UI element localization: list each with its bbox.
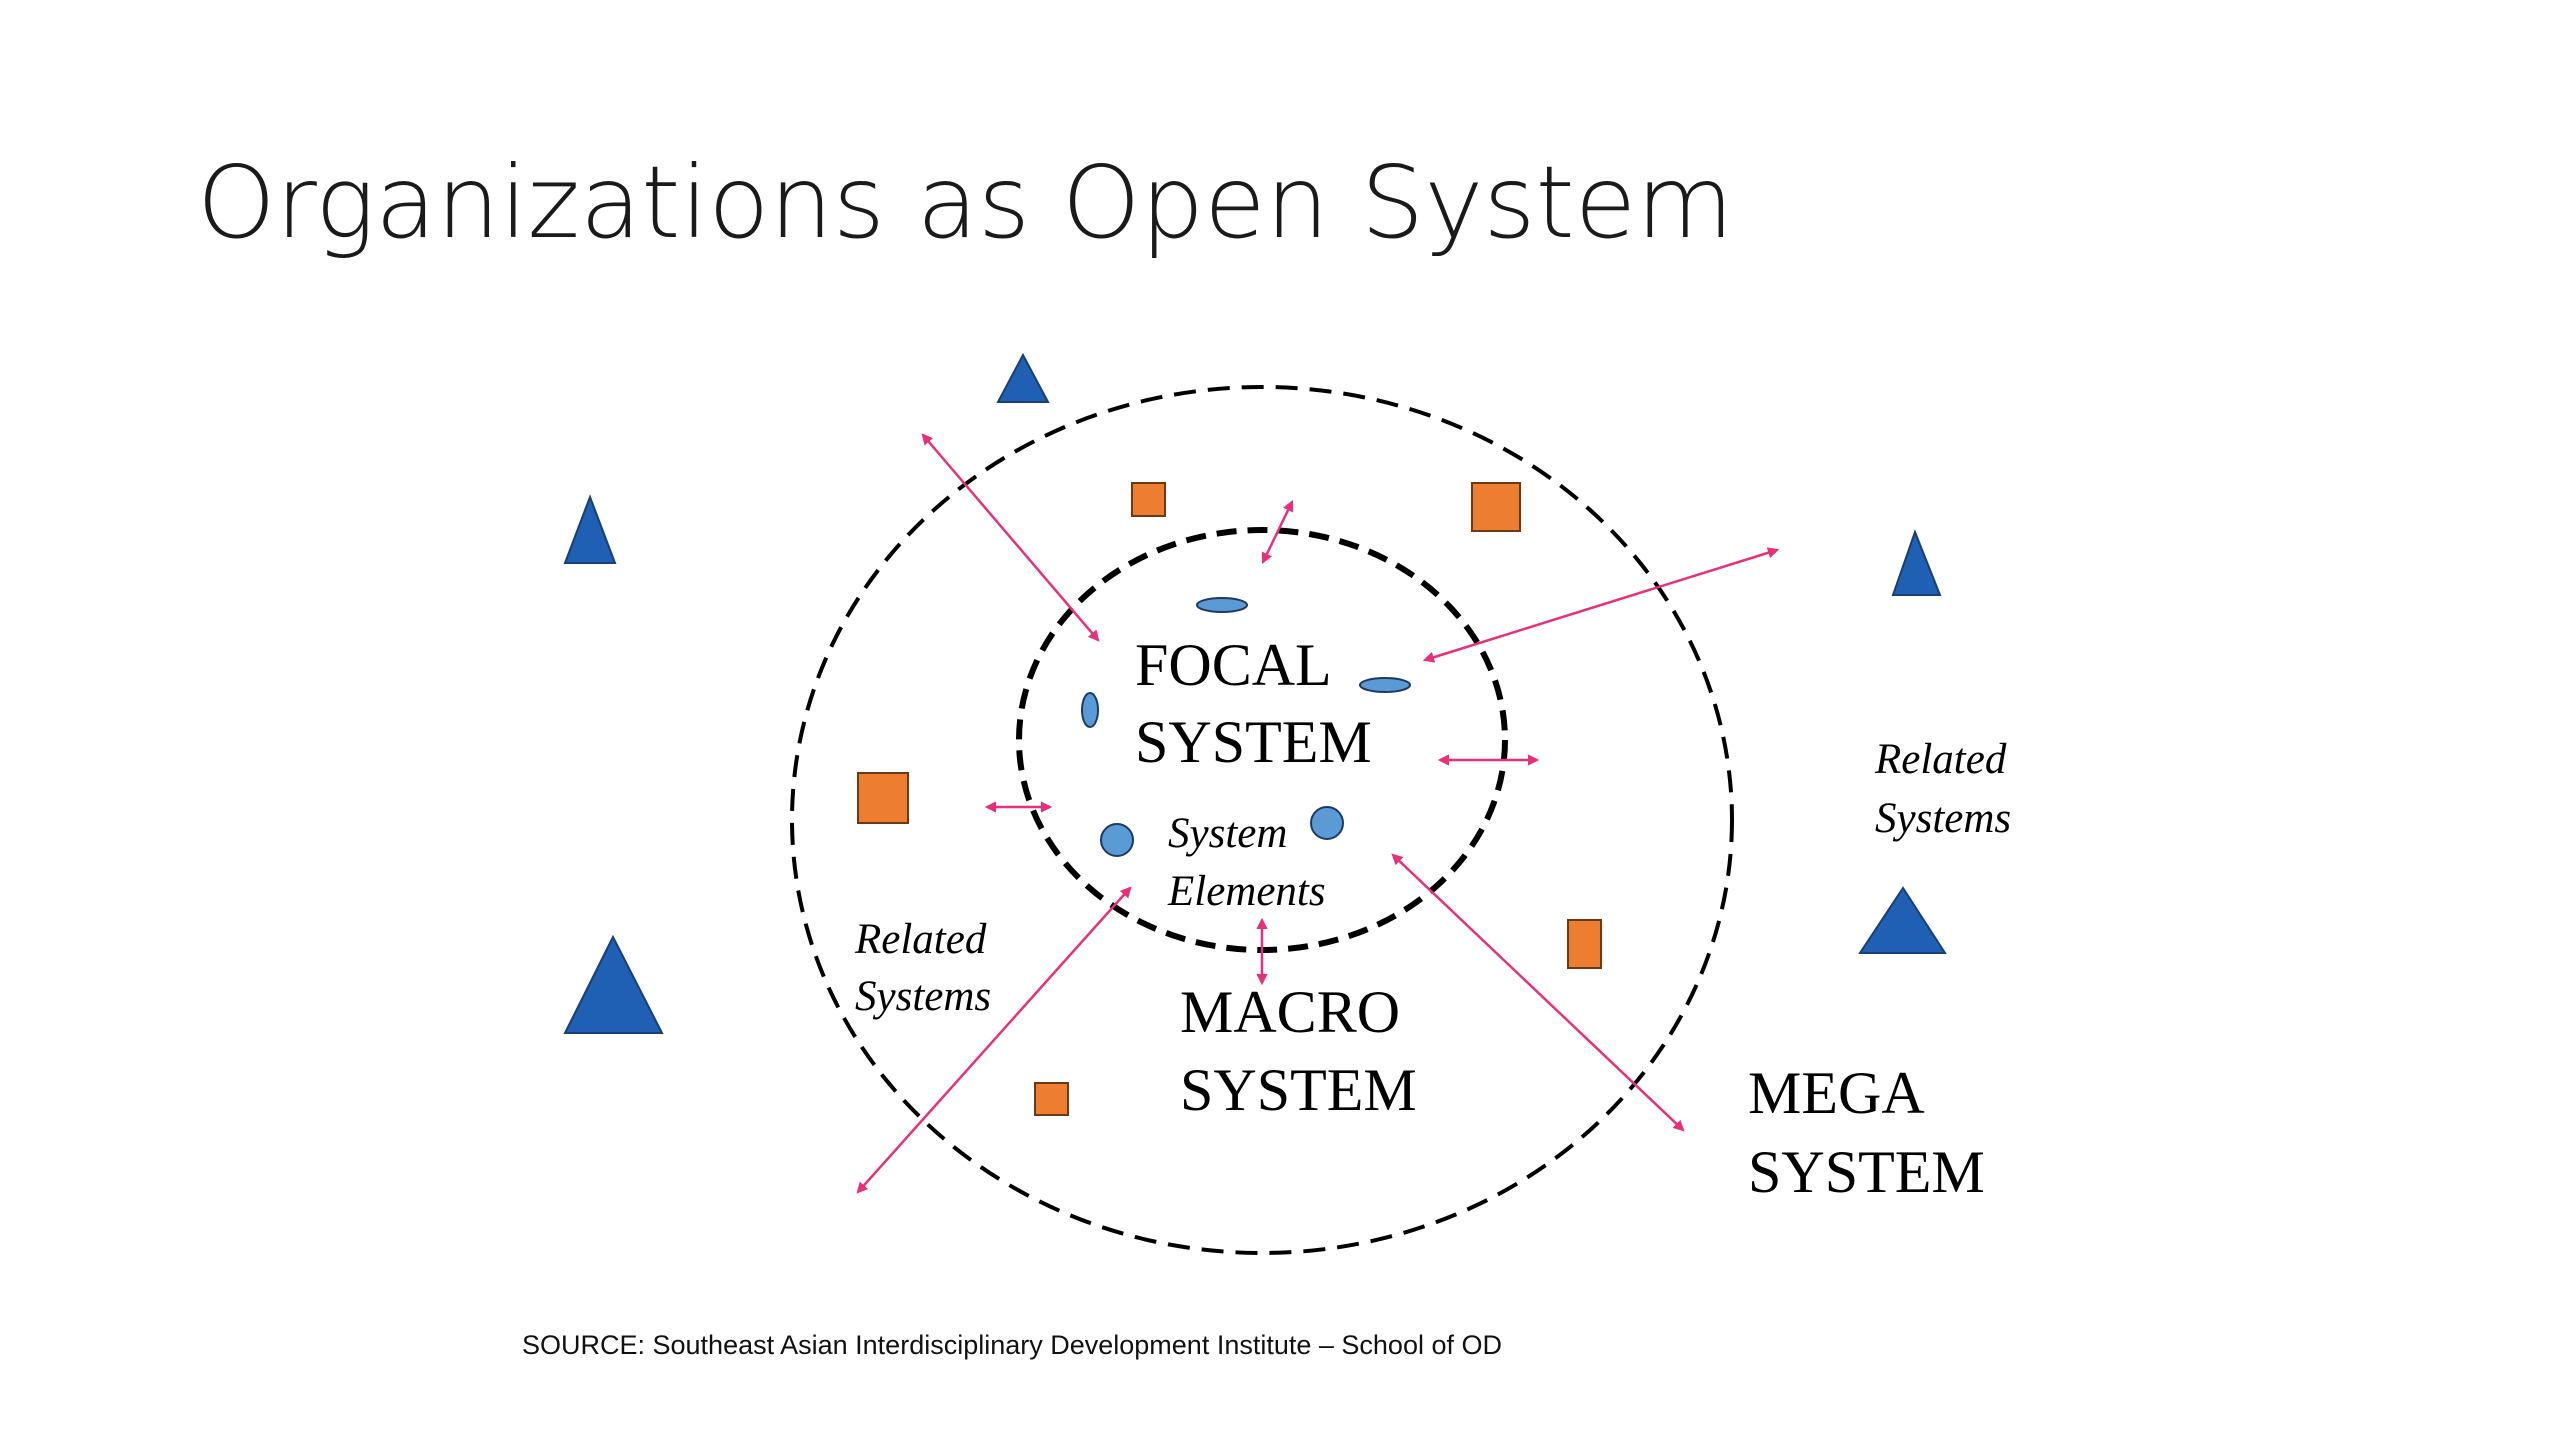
system-element-shapes [1081,597,1411,857]
triangle-shape [1858,886,1947,954]
mega-system-label-line2: SYSTEM [1748,1139,1985,1205]
element-shape [1359,677,1411,693]
focal-system-label-line1: FOCAL [1135,632,1332,698]
source-note: SOURCE: Southeast Asian Interdisciplinar… [522,1330,1502,1360]
exchange-arrows [856,433,1780,1194]
exchange-arrow [1391,853,1685,1132]
triangle-shape [563,494,617,564]
element-shape [1310,806,1344,840]
exchange-arrow [921,433,1100,642]
square-shape [1567,919,1602,969]
element-shape [1081,692,1099,728]
related-systems-right-label-line2: Systems [1875,795,2011,842]
macro-system-label-line1: MACRO [1180,979,1400,1045]
macro-system-label-line2: SYSTEM [1180,1057,1417,1123]
diagram-labels: FOCAL SYSTEM System Elements MACRO SYSTE… [854,632,2011,1205]
exchange-arrow [856,886,1132,1194]
square-shape [857,772,909,824]
related-systems-right-label-line1: Related [1874,736,2007,783]
triangle-shape [563,934,664,1034]
focal-system-label-line2: SYSTEM [1135,709,1372,775]
mega-system-triangles [563,352,1947,1034]
slide-title: Organizations as Open System [197,144,1734,261]
system-elements-label-line2: Elements [1167,868,1326,915]
macro-system-squares [857,482,1602,1116]
macro-system-boundary [790,385,1734,1255]
mega-system-label-line1: MEGA [1748,1060,1925,1126]
related-systems-left-label-line1: Related [854,916,987,963]
square-shape [1131,482,1166,517]
square-shape [1034,1082,1069,1116]
element-shape [1100,823,1134,857]
square-shape [1471,482,1521,532]
triangle-shape [996,352,1050,403]
exchange-arrow [1261,499,1294,565]
system-elements-label-line1: System [1168,810,1287,857]
element-shape [1196,597,1248,613]
related-systems-left-label-line2: Systems [855,973,991,1020]
exchange-arrow [1422,547,1780,663]
triangle-shape [1891,529,1942,596]
